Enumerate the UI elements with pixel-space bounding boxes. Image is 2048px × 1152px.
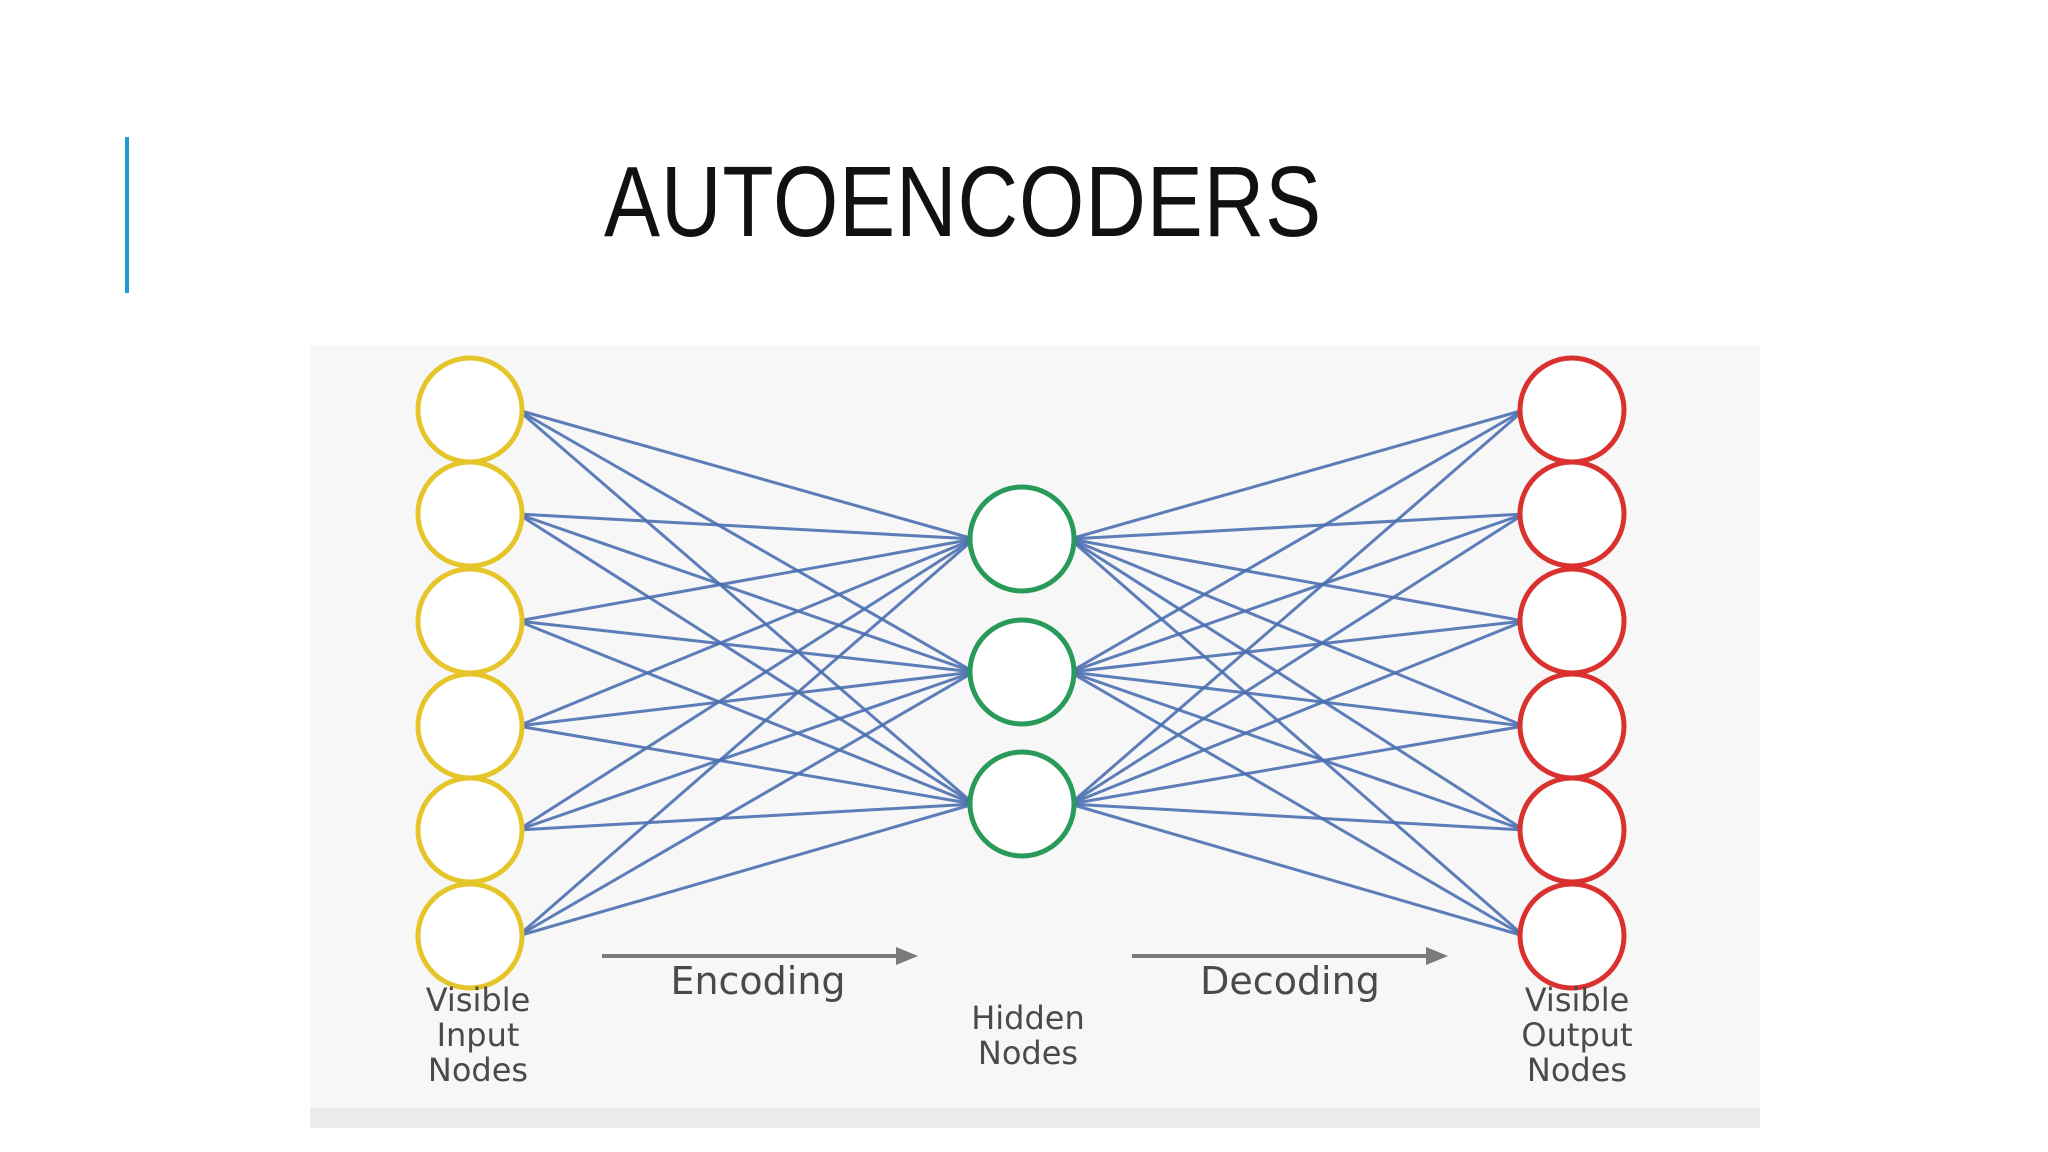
- edge-hidden-2-output-6: [1069, 670, 1525, 938]
- output-layer-label-line-3: Nodes: [1527, 1051, 1627, 1089]
- edge-hidden-3-output-6: [1069, 802, 1525, 938]
- edge-hidden-1-output-1: [1069, 408, 1525, 541]
- edge-input-5-hidden-3: [517, 802, 975, 832]
- edge-input-3-hidden-3: [517, 619, 975, 806]
- input-layer-label-line-2: Input: [437, 1016, 520, 1054]
- input-node-1: [415, 355, 525, 465]
- encoding-label: Encoding: [670, 959, 845, 1003]
- edge-input-4-hidden-1: [517, 537, 975, 728]
- output-node-6: [1517, 881, 1627, 991]
- edge-hidden-3-output-2: [1069, 512, 1525, 806]
- edge-input-1-hidden-2: [517, 408, 975, 674]
- accent-bar: [125, 137, 129, 293]
- edge-hidden-3-output-3: [1069, 619, 1525, 806]
- input-node-3: [415, 566, 525, 676]
- edge-hidden-1-output-6: [1069, 537, 1525, 938]
- edge-input-4-hidden-2: [517, 670, 975, 728]
- output-node-1: [1517, 355, 1627, 465]
- edge-input-1-hidden-1: [517, 408, 975, 541]
- edge-input-3-hidden-2: [517, 619, 975, 674]
- diagram-background: [310, 346, 1760, 1128]
- edge-hidden-3-output-5: [1069, 802, 1525, 832]
- output-node-4: [1517, 671, 1627, 781]
- input-node-2: [415, 459, 525, 569]
- hidden-node-3: [967, 749, 1077, 859]
- input-node-6: [415, 881, 525, 991]
- output-node-3: [1517, 566, 1627, 676]
- edge-input-2-hidden-2: [517, 512, 975, 674]
- output-layer-label-line-2: Output: [1521, 1016, 1632, 1054]
- output-node-2: [1517, 459, 1627, 569]
- hidden-node-2: [967, 617, 1077, 727]
- edge-input-4-hidden-3: [517, 724, 975, 806]
- hidden-layer-label-line-1: Hidden: [971, 999, 1085, 1037]
- edge-hidden-2-output-2: [1069, 512, 1525, 674]
- input-layer-label-line-1: Visible: [426, 981, 531, 1019]
- edge-input-5-hidden-2: [517, 670, 975, 832]
- direction-arrows: Encoding Decoding: [602, 947, 1448, 1003]
- edge-hidden-2-output-1: [1069, 408, 1525, 674]
- decoding-arrow-icon: [1426, 947, 1448, 965]
- network-nodes: [415, 355, 1627, 991]
- edge-input-3-hidden-1: [517, 537, 975, 623]
- edge-hidden-1-output-2: [1069, 512, 1525, 541]
- edge-hidden-3-output-1: [1069, 408, 1525, 806]
- output-node-5: [1517, 775, 1627, 885]
- edge-input-2-hidden-3: [517, 512, 975, 806]
- edge-input-6-hidden-3: [517, 802, 975, 938]
- encoding-arrow-icon: [896, 947, 918, 965]
- edge-hidden-1-output-3: [1069, 537, 1525, 623]
- hidden-node-1: [967, 484, 1077, 594]
- edge-hidden-3-output-4: [1069, 724, 1525, 806]
- edge-hidden-1-output-5: [1069, 537, 1525, 832]
- diagram-bottom-strip: [310, 1108, 1760, 1128]
- edge-input-2-hidden-1: [517, 512, 975, 541]
- decoding-label: Decoding: [1200, 959, 1380, 1003]
- edge-hidden-2-output-5: [1069, 670, 1525, 832]
- edge-input-6-hidden-2: [517, 670, 975, 938]
- input-node-5: [415, 775, 525, 885]
- edge-input-5-hidden-1: [517, 537, 975, 832]
- edge-input-6-hidden-1: [517, 537, 975, 938]
- edge-hidden-2-output-3: [1069, 619, 1525, 674]
- edge-hidden-2-output-4: [1069, 670, 1525, 728]
- edge-input-1-hidden-3: [517, 408, 975, 806]
- hidden-layer-label-line-2: Nodes: [978, 1034, 1078, 1072]
- input-node-4: [415, 671, 525, 781]
- connection-edges: [517, 408, 1525, 938]
- input-layer-label-line-3: Nodes: [428, 1051, 528, 1089]
- slide-title: AUTOENCODERS: [604, 146, 1322, 258]
- edge-hidden-1-output-4: [1069, 537, 1525, 728]
- output-layer-label-line-1: Visible: [1525, 981, 1630, 1019]
